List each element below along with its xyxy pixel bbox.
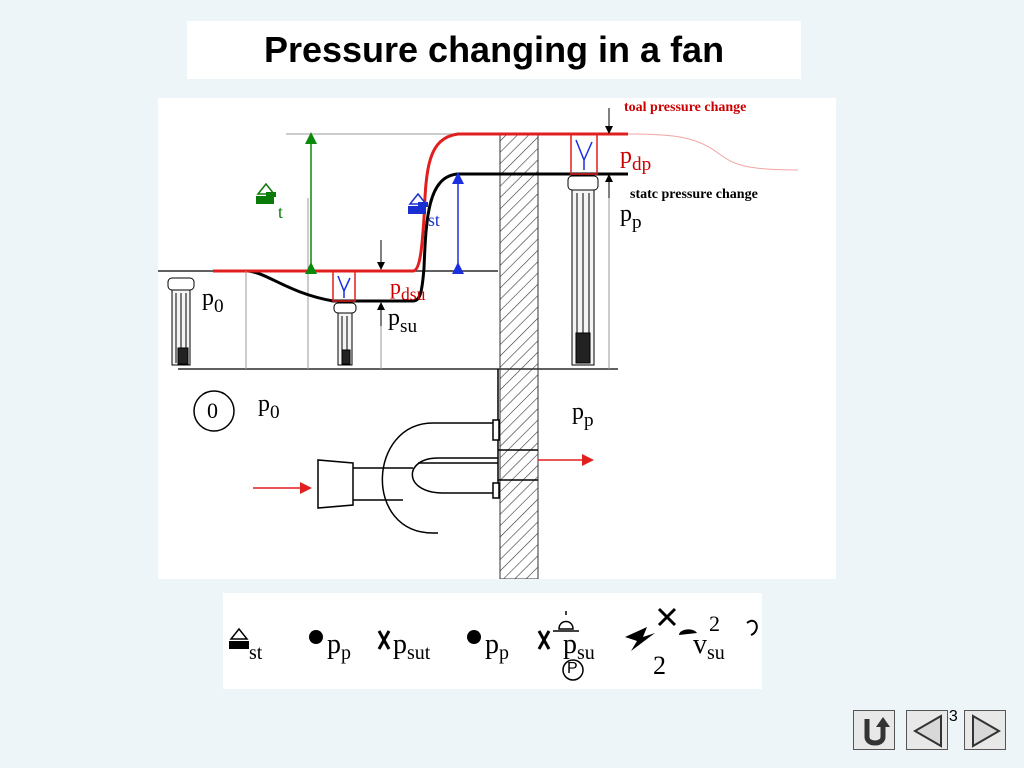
bird-icon bbox=[337, 275, 351, 298]
total-pressure-tail bbox=[627, 133, 799, 171]
dpt-label: t bbox=[278, 194, 283, 221]
gauge-column-middle bbox=[333, 302, 357, 366]
u-turn-icon bbox=[864, 717, 890, 746]
dynamic-box-outlet bbox=[570, 133, 598, 175]
t1-sub: st bbox=[249, 642, 263, 664]
p0-base: p bbox=[258, 391, 270, 417]
dpst-label: st bbox=[428, 202, 440, 229]
times-icon bbox=[657, 607, 677, 627]
p-circle-letter: P bbox=[567, 660, 578, 677]
lightning-icon bbox=[625, 627, 655, 651]
formula-fraction-numerator: 2 bbox=[709, 611, 720, 636]
p-dp-label: pdp bbox=[620, 143, 651, 174]
t6-sub: su bbox=[707, 642, 725, 664]
delta-icon bbox=[229, 627, 249, 649]
equals-symbol-icon bbox=[467, 630, 481, 644]
triangle-right-icon bbox=[972, 714, 1002, 748]
t3-sub: sut bbox=[407, 642, 431, 664]
pp-sub: p bbox=[584, 409, 594, 431]
p0-sub: 0 bbox=[270, 401, 280, 423]
slide-title: Pressure changing in a fan bbox=[263, 29, 725, 70]
p-su-label: psu bbox=[388, 305, 417, 336]
static-pressure-curve bbox=[247, 172, 628, 303]
pp-base: p bbox=[572, 399, 584, 425]
pp-sub: p bbox=[632, 211, 642, 233]
t5-base: p bbox=[563, 629, 577, 660]
dynamic-box-inlet bbox=[332, 270, 356, 302]
p0-sub: 0 bbox=[214, 295, 224, 317]
gauge-column-left bbox=[167, 277, 195, 366]
diagram-graphics bbox=[158, 108, 799, 579]
p0-label-top: p0 bbox=[202, 285, 224, 316]
formula-fraction-denominator: 2 bbox=[653, 651, 666, 680]
formula-term-3: psut bbox=[393, 629, 430, 664]
fan-drawing bbox=[317, 369, 538, 534]
p0-base: p bbox=[202, 285, 214, 311]
t3-base: p bbox=[393, 629, 407, 660]
p-dsu-sub: dsu bbox=[401, 284, 426, 305]
bird-icon bbox=[575, 139, 593, 170]
pressure-diagram: toal pressure change statc pressure chan… bbox=[158, 98, 836, 579]
p0-label-bottom: p0 bbox=[258, 391, 280, 422]
p-dsu-label: pdsu bbox=[390, 274, 425, 303]
station-zero-label: 0 bbox=[207, 398, 218, 423]
title-box: Pressure changing in a fan bbox=[187, 21, 801, 79]
previous-slide-button[interactable] bbox=[906, 710, 948, 750]
total-pressure-change-label: toal pressure change bbox=[624, 100, 747, 115]
p-su-sub: su bbox=[400, 315, 418, 337]
pp-base: p bbox=[620, 201, 632, 227]
p-dsu-base: p bbox=[390, 274, 401, 299]
minus-symbol-icon bbox=[377, 630, 391, 650]
formula-term-6: vsu bbox=[693, 629, 725, 664]
equals-symbol-icon bbox=[309, 630, 323, 644]
p-p-label-top: pp bbox=[620, 201, 642, 232]
dpt-sub: t bbox=[278, 202, 283, 223]
delta-pst-icon bbox=[408, 192, 428, 214]
pressure-formula: st pp psut pp psu P 2 2 vsu bbox=[223, 593, 762, 689]
p-dp-base: p bbox=[620, 143, 632, 169]
next-slide-button[interactable] bbox=[964, 710, 1006, 750]
gauge-column-right bbox=[567, 175, 599, 366]
formula-term-4: pp bbox=[485, 629, 509, 664]
return-button[interactable] bbox=[853, 710, 895, 750]
formula-term-5: psu bbox=[563, 629, 595, 664]
delta-pt-icon bbox=[256, 182, 276, 204]
p-p-label-bottom: pp bbox=[572, 399, 594, 430]
formula-term-2: pp bbox=[327, 629, 351, 664]
decor-icon bbox=[746, 619, 758, 636]
t6-base: v bbox=[693, 629, 707, 660]
formula-term-1: st bbox=[249, 631, 262, 663]
p-circle-icon bbox=[562, 659, 584, 681]
static-pressure-change-label: statc pressure change bbox=[630, 187, 758, 202]
t4-sub: p bbox=[499, 642, 509, 664]
triangle-left-icon bbox=[912, 714, 942, 748]
formula-symbols bbox=[229, 607, 758, 681]
t4-base: p bbox=[485, 629, 499, 660]
t2-sub: p bbox=[341, 642, 351, 664]
t5-sub: su bbox=[577, 642, 595, 664]
cloud-icon bbox=[679, 629, 697, 635]
p-dp-sub: dp bbox=[632, 153, 652, 175]
bell-icon bbox=[553, 611, 579, 632]
wall-hatch bbox=[499, 133, 539, 579]
dpst-sub: st bbox=[428, 210, 440, 231]
minus-symbol-icon bbox=[537, 630, 551, 650]
t2-base: p bbox=[327, 629, 341, 660]
p-su-base: p bbox=[388, 305, 400, 331]
station-zero-circle bbox=[193, 390, 235, 432]
